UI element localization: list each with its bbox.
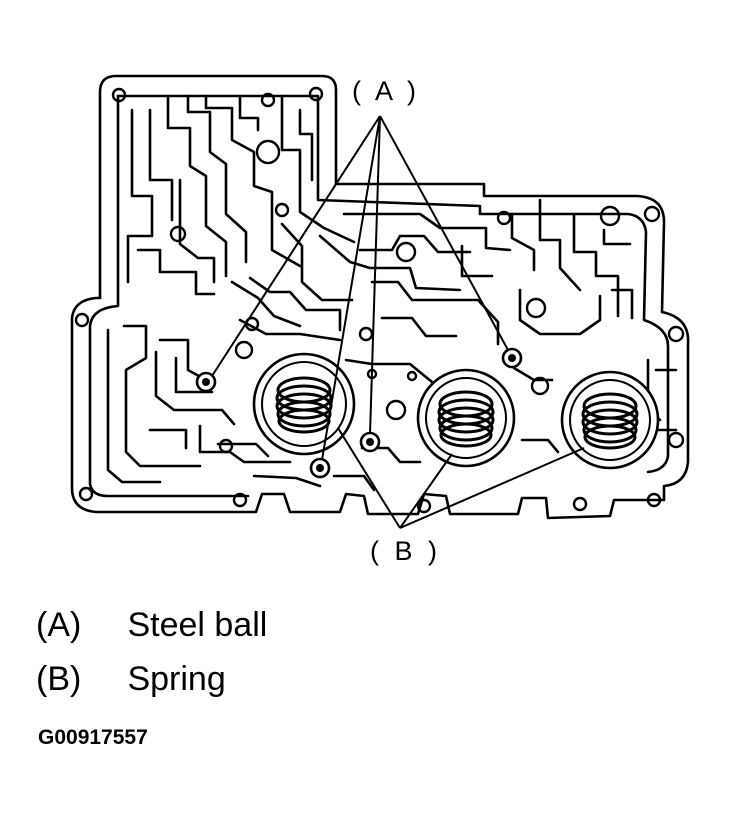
bolt-hole — [646, 492, 662, 508]
bolt-hole — [496, 210, 512, 226]
figure-id: G00917557 — [38, 726, 148, 749]
legend-key: (A) — [36, 606, 82, 644]
bolt-hole — [667, 431, 685, 449]
legend-row-steel-ball: (A) Steel ball — [36, 606, 267, 645]
callout-label-a: ( A ) — [352, 76, 421, 106]
bolt-hole — [395, 241, 417, 263]
spring-bore-1 — [252, 352, 356, 456]
bolt-hole — [416, 498, 432, 514]
spring-bore-3 — [560, 370, 660, 470]
spring-bore-2 — [416, 368, 516, 468]
bolt-hole — [599, 205, 621, 227]
bolt-hole — [274, 202, 290, 218]
bolt-hole — [406, 370, 418, 382]
bolt-hole — [74, 312, 90, 328]
bolt-hole — [218, 438, 234, 454]
bolt-hole — [260, 92, 276, 108]
legend-text: Steel ball — [127, 606, 268, 644]
bolt-hole — [78, 486, 94, 502]
bolt-hole — [111, 87, 127, 103]
leader-lines-b — [337, 427, 585, 529]
bolt-hole — [169, 225, 187, 243]
bolt-hole — [385, 399, 407, 421]
bolt-hole — [667, 325, 685, 343]
bolt-hole — [255, 139, 281, 165]
bolt-hole — [308, 86, 324, 102]
bolt-hole — [525, 297, 547, 319]
bolt-hole — [234, 340, 254, 360]
spring-coil-3 — [581, 392, 639, 450]
callout-label-b: ( B ) — [370, 536, 441, 566]
bolt-hole — [358, 326, 374, 342]
legend-key: (B) — [36, 660, 82, 698]
valve-body-outline — [70, 74, 690, 520]
legend-text: Spring — [127, 660, 226, 698]
bolt-hole — [572, 496, 588, 512]
bolt-hole — [530, 376, 550, 396]
valve-body-diagram — [70, 74, 690, 529]
bolt-hole — [643, 205, 661, 223]
spring-coil-2 — [437, 390, 495, 448]
bolt-hole — [232, 492, 248, 508]
legend-row-spring: (B) Spring — [36, 660, 226, 699]
leader-lines-a — [211, 115, 509, 461]
